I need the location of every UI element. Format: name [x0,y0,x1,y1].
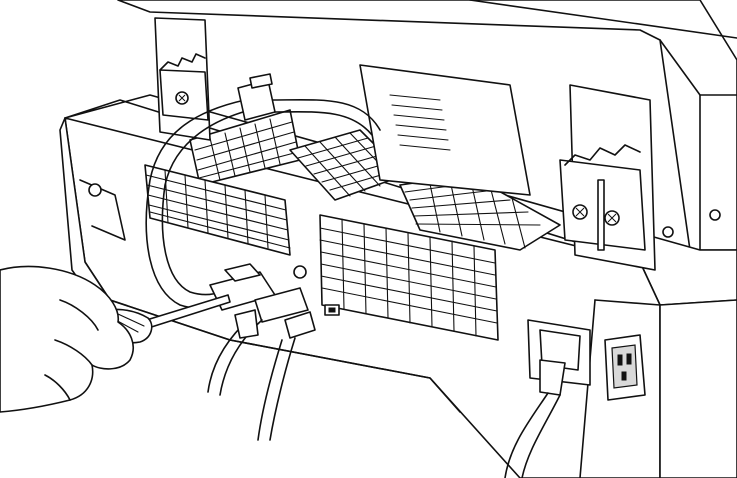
usb-cable [207,287,309,396]
vent-grille-left-side [144,164,291,256]
tractor-unit-left [154,17,211,141]
paper-guide [359,64,531,196]
vent-grille-top-right [399,174,561,251]
serial-cable [257,304,340,441]
tractor-unit-right [559,84,656,271]
hand [0,265,134,413]
power-plug-icon [504,319,591,478]
power-inlet-icon [604,334,646,401]
vent-grille-center [319,214,499,341]
